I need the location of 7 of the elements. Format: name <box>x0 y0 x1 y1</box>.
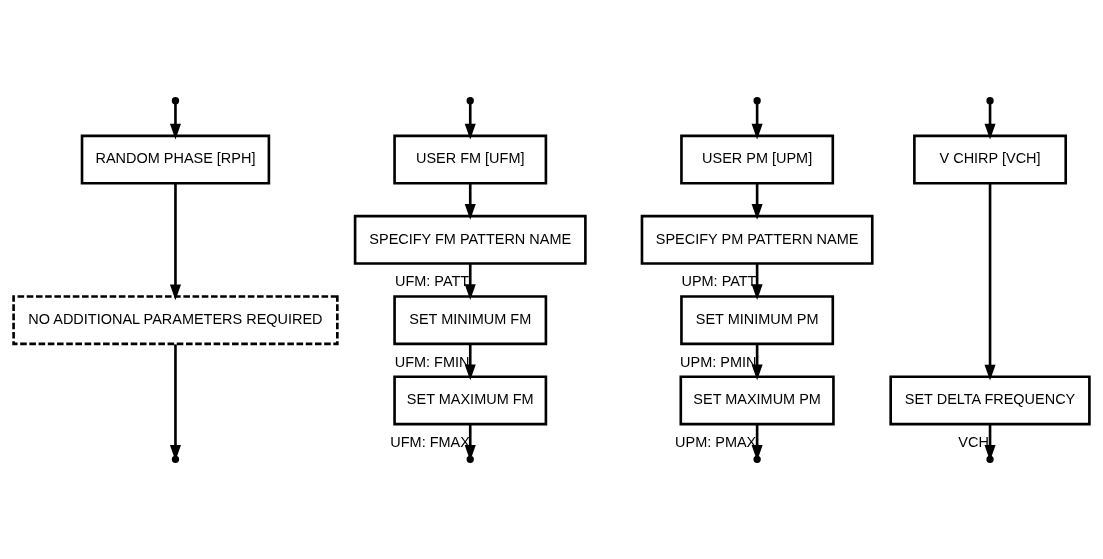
edge-label: UFM: PATT <box>394 272 470 289</box>
edge-label: UPM: PMIN <box>680 353 757 370</box>
edge-label: UFM: FMAX <box>390 433 470 450</box>
edge-label: UFM: FMIN <box>394 353 470 370</box>
edge-label: UPM: PMAX <box>675 433 757 450</box>
edge-label: UPM: PATT <box>681 272 757 289</box>
edge-label: VCH <box>958 433 989 450</box>
